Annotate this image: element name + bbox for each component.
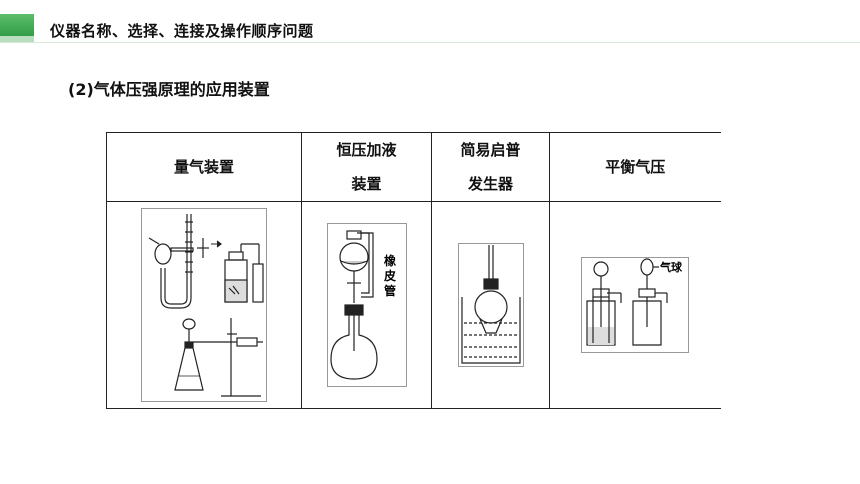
figure-cell-pressure-balance: 气球 xyxy=(549,201,721,409)
header-divider xyxy=(0,42,860,43)
rubber-tube-label-3: 管 xyxy=(383,283,395,298)
gas-measuring-apparatus-figure xyxy=(141,208,267,402)
header-label: 平衡气压 xyxy=(605,158,666,176)
header-accent-shadow xyxy=(0,36,34,42)
header-cell-gas-measuring: 量气装置 xyxy=(106,132,302,202)
constant-pressure-funnel-figure: 橡 皮 管 xyxy=(326,223,407,387)
rubber-tube-label-2: 皮 xyxy=(382,268,395,283)
page-title: 仪器名称、选择、连接及操作顺序问题 xyxy=(50,22,314,40)
header-label: 量气装置 xyxy=(173,158,234,176)
figure-cell-kipp-generator xyxy=(431,201,550,409)
section-subtitle: (2)气体压强原理的应用装置 xyxy=(68,80,270,99)
header-cell-kipp-generator: 简易启普 发生器 xyxy=(431,132,550,202)
header-label-line1: 恒压加液 xyxy=(336,141,397,159)
pressure-balance-figure: 气球 xyxy=(581,257,690,353)
table-figure-row: 橡 皮 管 xyxy=(106,201,721,409)
header-label-line2: 发生器 xyxy=(467,175,513,193)
table-header-row: 量气装置 恒压加液 装置 简易启普 发生器 平衡气压 xyxy=(106,132,721,202)
balloon-label: 气球 xyxy=(659,260,683,274)
header-cell-constant-pressure: 恒压加液 装置 xyxy=(301,132,432,202)
header-label-line1: 简易启普 xyxy=(460,141,521,159)
figure-cell-gas-measuring xyxy=(106,201,302,409)
figure-cell-constant-pressure: 橡 皮 管 xyxy=(301,201,432,409)
header-accent-bar xyxy=(0,14,34,38)
apparatus-table: 量气装置 恒压加液 装置 简易启普 发生器 平衡气压 xyxy=(106,132,721,409)
header-cell-pressure-balance: 平衡气压 xyxy=(549,132,721,202)
header-label-line2: 装置 xyxy=(351,175,382,193)
rubber-tube-label-1: 橡 xyxy=(383,253,396,268)
simple-kipp-generator-figure xyxy=(457,243,524,367)
